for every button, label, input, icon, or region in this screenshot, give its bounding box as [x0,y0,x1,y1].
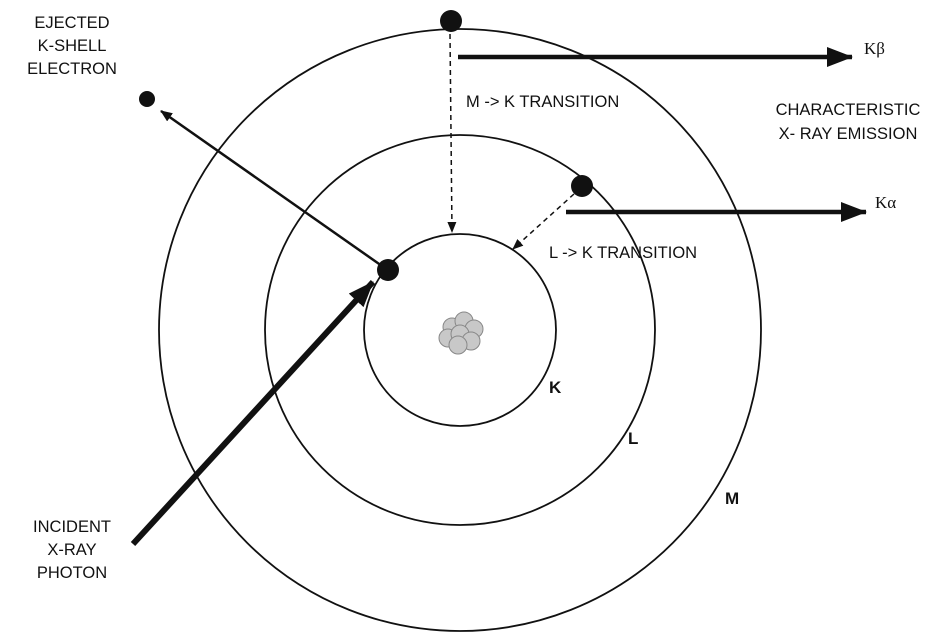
ejection-arrow [160,109,383,268]
characteristic-label-line2: X- RAY EMISSION [779,125,918,143]
l-shell-electron [571,175,593,197]
shell-l-label: L [628,429,638,448]
shell-l-orbit [264,134,656,526]
m-shell-electron [440,10,462,32]
incident-label-line2: X-RAY [47,541,96,559]
k-shell-vacancy-electron [377,259,399,281]
ejected-electron-label: EJECTED K-SHELL ELECTRON [27,14,117,78]
incident-label-line3: PHOTON [37,564,107,582]
m-to-k-transition-arrow [447,33,457,233]
shell-k-orbit [363,233,557,427]
m-to-k-transition-label: M -> K TRANSITION [466,93,619,111]
l-to-k-transition-label: L -> K TRANSITION [549,244,697,262]
ejected-electron [139,91,155,107]
k-alpha-label: Kα [875,193,896,212]
ejected-label-line1: EJECTED [34,14,109,32]
ejected-label-line3: ELECTRON [27,60,117,78]
k-beta-label: Kβ [864,39,885,58]
ejected-label-line2: K-SHELL [38,37,107,55]
shell-m-orbit [158,28,762,632]
incident-label-line1: INCIDENT [33,518,111,536]
characteristic-label-line1: CHARACTERISTIC [776,101,921,119]
shell-k-label: K [549,378,562,397]
incident-photon-arrow [130,279,376,547]
l-to-k-transition-arrow [512,193,575,250]
shell-m-label: M [725,489,739,508]
nucleus [438,311,484,355]
characteristic-emission-label: CHARACTERISTIC X- RAY EMISSION [776,101,921,143]
incident-photon-label: INCIDENT X-RAY PHOTON [33,518,111,582]
